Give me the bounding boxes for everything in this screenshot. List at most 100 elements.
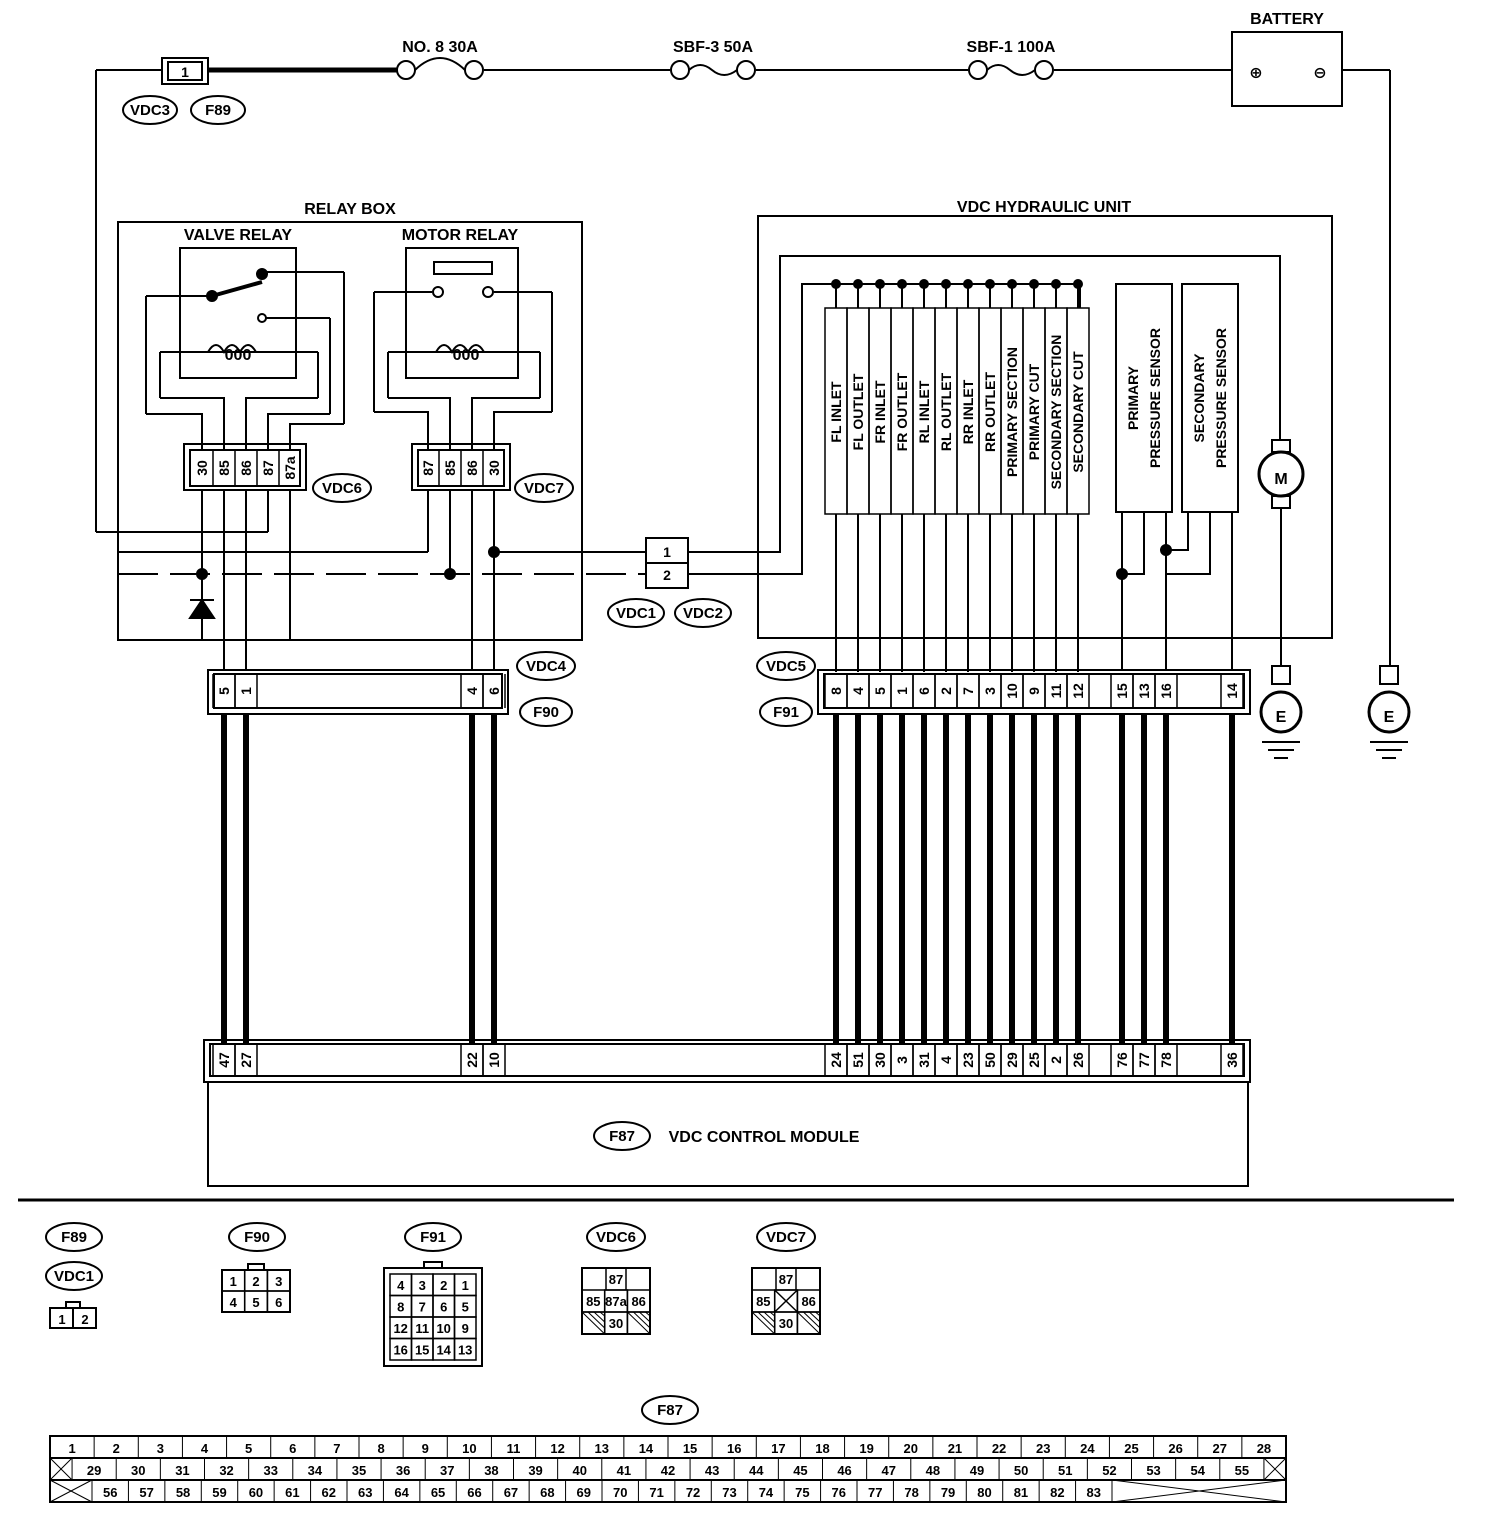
- f87-pin: 23: [960, 1052, 976, 1068]
- sensor-label-line1: SECONDARY: [1191, 353, 1207, 443]
- vdc7-pin: 85: [442, 460, 458, 476]
- f87-pin: 4: [938, 1056, 954, 1064]
- ground-symbol: E: [1384, 709, 1395, 726]
- f91-pin: 16: [1158, 683, 1174, 699]
- f87-pin: 2: [1048, 1056, 1064, 1064]
- legend-vdc7-hatch: [803, 1311, 821, 1329]
- f87-legend-pin: 20: [904, 1441, 918, 1456]
- f91-id: F91: [773, 704, 799, 721]
- legend-f90-pin: 2: [252, 1274, 259, 1289]
- f90-pin: 6: [486, 687, 502, 695]
- f87-legend-pin: 31: [175, 1463, 189, 1478]
- f87-legend-pin: 76: [832, 1485, 846, 1500]
- f87-pin: 26: [1070, 1052, 1086, 1068]
- f87-legend-pin: 30: [131, 1463, 145, 1478]
- legend-vdc7-hatch: [757, 1311, 776, 1329]
- f87-pin: 29: [1004, 1052, 1020, 1068]
- f87-legend-pin: 3: [157, 1441, 164, 1456]
- f87-pin: 31: [916, 1052, 932, 1068]
- f87-legend-pin: 69: [577, 1485, 591, 1500]
- vdc1-pin: 2: [663, 567, 671, 583]
- f87-pin: 50: [982, 1052, 998, 1068]
- vdc6-pin: 86: [238, 460, 254, 476]
- f87-legend-pin: 6: [289, 1441, 296, 1456]
- legend-vdc6-hatch: [593, 1311, 606, 1323]
- solenoid-label: FL INLET: [828, 381, 844, 443]
- f87-legend-pin: 15: [683, 1441, 697, 1456]
- f91-pin: 8: [828, 687, 844, 695]
- legend-vdc7-hatch: [751, 1311, 776, 1335]
- f91-pin: 5: [872, 687, 888, 695]
- f87-legend-cross: [49, 1479, 93, 1503]
- legend-vdc1-id-oval: [45, 1261, 103, 1291]
- f91-pin: 3: [982, 687, 998, 695]
- vdc7-pin: 30: [486, 460, 502, 476]
- motor-symbol: M: [1274, 471, 1287, 488]
- f91-pin: 15: [1114, 683, 1130, 699]
- legend-f89-id: F89: [61, 1229, 87, 1246]
- motor-relay-coil: 000: [453, 347, 480, 364]
- f87-legend-pin: 79: [941, 1485, 955, 1500]
- f87-legend-pin: 81: [1014, 1485, 1028, 1500]
- hydraulic-unit-label: VDC HYDRAULIC UNIT: [957, 199, 1131, 216]
- f87-legend-pin: 37: [440, 1463, 454, 1478]
- battery-plus-terminal: ⊕: [1249, 65, 1262, 82]
- legend-f91-pin: 12: [393, 1321, 407, 1336]
- legend-f90-pin: 1: [230, 1274, 237, 1289]
- legend-vdc1-id: VDC1: [54, 1268, 94, 1285]
- legend-f91-pin: 14: [436, 1343, 451, 1358]
- legend-f87-id: F87: [657, 1402, 683, 1419]
- f87-legend-pin: 39: [528, 1463, 542, 1478]
- solenoid-label: FL OUTLET: [850, 373, 866, 450]
- vdc4-id: VDC4: [526, 658, 567, 675]
- legend-vdc6-pin: 86: [631, 1294, 645, 1309]
- f87-legend-pin: 82: [1050, 1485, 1064, 1500]
- legend-f91-id-oval: [404, 1222, 462, 1252]
- f87-legend-pin: 64: [394, 1485, 409, 1500]
- legend-vdc6-hatch: [581, 1311, 606, 1335]
- f91-pin: 4: [850, 687, 866, 695]
- f87-legend-pin: 74: [759, 1485, 774, 1500]
- f87-legend-pin: 42: [661, 1463, 675, 1478]
- f87-legend-cross: [49, 1457, 73, 1481]
- f91-pin: 1: [894, 687, 910, 695]
- f91-pin: 14: [1224, 683, 1240, 699]
- vdc7-pin: 86: [464, 460, 480, 476]
- f87-legend-pin: 61: [285, 1485, 299, 1500]
- legend-f91-pin: 5: [462, 1300, 469, 1315]
- vdc6-id: VDC6: [322, 480, 362, 497]
- vdc6-id-oval: [312, 473, 372, 503]
- f90-pin: 4: [464, 687, 480, 695]
- f91-pin: 12: [1070, 683, 1086, 699]
- f87-legend-pin: 14: [639, 1441, 654, 1456]
- legend-vdc6-pin: 30: [609, 1316, 623, 1331]
- f87-legend-pin: 21: [948, 1441, 962, 1456]
- f91-id-oval: [759, 697, 813, 727]
- legend-vdc6-hatch: [633, 1311, 651, 1329]
- legend-vdc6-hatch: [587, 1311, 606, 1329]
- f87-legend-pin: 52: [1102, 1463, 1116, 1478]
- f87-legend-pin: 27: [1213, 1441, 1227, 1456]
- legend-vdc7-hatch: [763, 1311, 776, 1323]
- legend-vdc7-hatch: [797, 1311, 821, 1335]
- legend-vdc6-hatch: [599, 1311, 606, 1317]
- f87-legend-pin: 65: [431, 1485, 445, 1500]
- f87-pin: 10: [486, 1052, 502, 1068]
- f87-legend-pin: 13: [595, 1441, 609, 1456]
- f87-legend-pin: 57: [139, 1485, 153, 1500]
- f87-legend-pin: 75: [795, 1485, 809, 1500]
- f87-legend-pin: 55: [1235, 1463, 1249, 1478]
- legend-vdc6-pin: 85: [586, 1294, 600, 1309]
- f87-legend-pin: 80: [977, 1485, 991, 1500]
- vdc7-id: VDC7: [524, 480, 564, 497]
- legend-f90-pin: 3: [275, 1274, 282, 1289]
- f87-legend-pin: 83: [1087, 1485, 1101, 1500]
- battery-label: BATTERY: [1250, 11, 1324, 28]
- ground-symbol: E: [1276, 709, 1287, 726]
- f87-legend-pin: 22: [992, 1441, 1006, 1456]
- f87-legend-pin: 60: [249, 1485, 263, 1500]
- f87-pin: 27: [238, 1052, 254, 1068]
- f87-pin: 22: [464, 1052, 480, 1068]
- f87-legend-pin: 4: [201, 1441, 209, 1456]
- legend-f91-pin: 7: [419, 1300, 426, 1315]
